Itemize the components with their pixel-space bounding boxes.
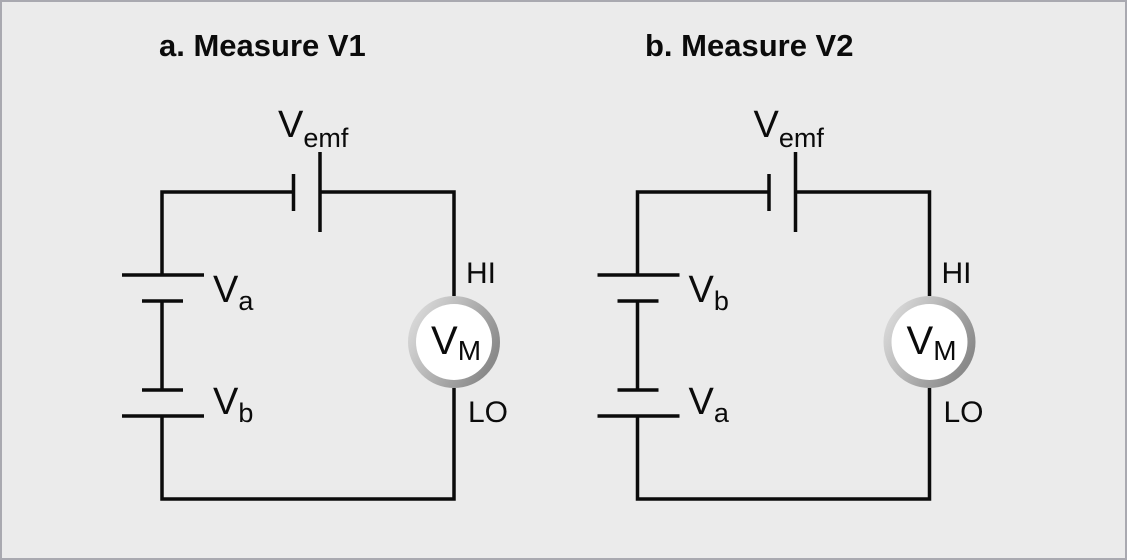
top-battery-label-sub: a [238, 286, 254, 316]
lo-terminal-label: LO [944, 396, 984, 429]
bottom-battery-label: Va [689, 381, 730, 428]
emf-label: Vemf [754, 104, 825, 153]
voltmeter-label-sub: M [458, 335, 481, 366]
bottom-battery-label-main: V [689, 381, 715, 423]
bottom-battery-label-sub: a [714, 398, 730, 428]
emf-label-sub: emf [779, 123, 825, 153]
voltmeter-label-sub: M [933, 335, 956, 366]
panel-b-title: b. Measure V2 [645, 28, 854, 63]
emf-label: Vemf [278, 104, 349, 153]
bottom-battery-label: Vb [213, 381, 253, 428]
top-battery-label-main: V [689, 269, 715, 311]
hi-terminal-label: HI [466, 257, 496, 290]
voltmeter-label-main: V [907, 319, 934, 363]
top-battery-label-sub: b [714, 286, 729, 316]
wire-top-right [795, 190, 932, 296]
emf-label-sub: emf [303, 123, 349, 153]
voltmeter-face [416, 304, 492, 380]
hi-terminal-label: HI [942, 257, 972, 290]
emf-label-main: V [278, 104, 304, 146]
lo-terminal-label: LO [468, 396, 508, 429]
voltmeter-label-main: V [431, 319, 458, 363]
bottom-battery-label-sub: b [238, 398, 253, 428]
wire-top-left [160, 190, 294, 275]
top-battery-label-main: V [213, 269, 239, 311]
top-battery-label: Va [213, 269, 254, 316]
emf-label-main: V [754, 104, 780, 146]
wire-top-right [320, 190, 456, 296]
voltmeter-label: VM [907, 319, 957, 366]
wire-bottom [635, 388, 932, 501]
top-battery-label: Vb [689, 269, 729, 316]
wire-bottom [160, 388, 456, 501]
voltmeter-label: VM [431, 319, 481, 366]
circuit-b: Vemf Vb Va VM HI LO [597, 104, 984, 501]
wire-top-left [635, 190, 769, 275]
voltmeter-face [891, 304, 968, 380]
bottom-battery-label-main: V [213, 381, 239, 423]
circuit-a: Vemf Va Vb VM HI LO [122, 104, 508, 501]
panel-a-title: a. Measure V1 [159, 28, 366, 63]
